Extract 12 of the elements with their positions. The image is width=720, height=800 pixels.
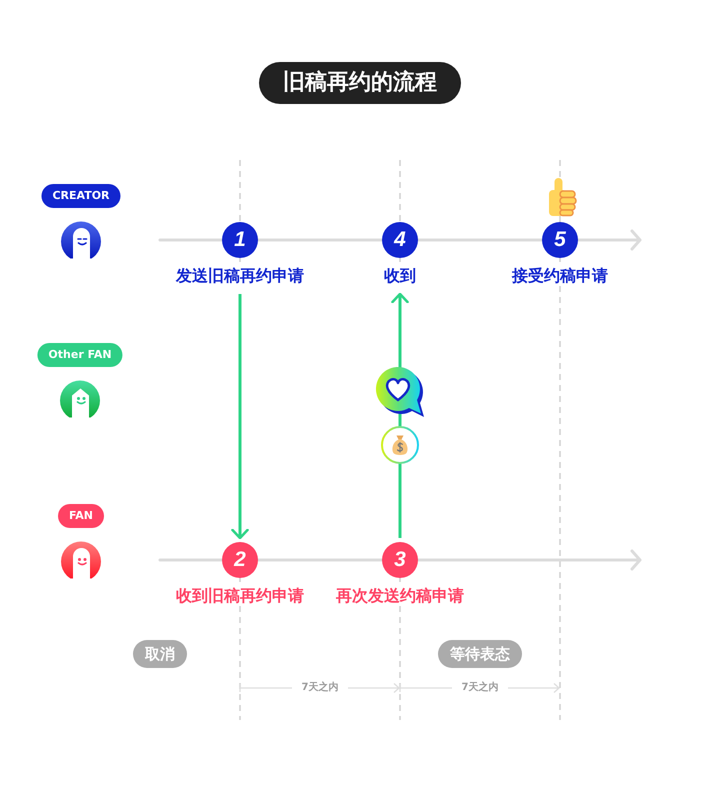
step-number-circle: 5 xyxy=(542,222,578,258)
title-banner: 旧稿再约的流程 xyxy=(259,62,461,104)
step-number-circle: 4 xyxy=(382,222,418,258)
step-number-circle: 1 xyxy=(222,222,258,258)
role-tag: Other FAN xyxy=(37,343,123,367)
role-tag: FAN xyxy=(58,504,104,528)
step-number-circle: 3 xyxy=(382,542,418,578)
status-tag: 等待表态 xyxy=(438,640,522,668)
status-tag: 取消 xyxy=(133,640,187,668)
step-number-circle: 2 xyxy=(222,542,258,578)
arrow xyxy=(231,294,249,540)
role-tag: CREATOR xyxy=(41,184,121,208)
